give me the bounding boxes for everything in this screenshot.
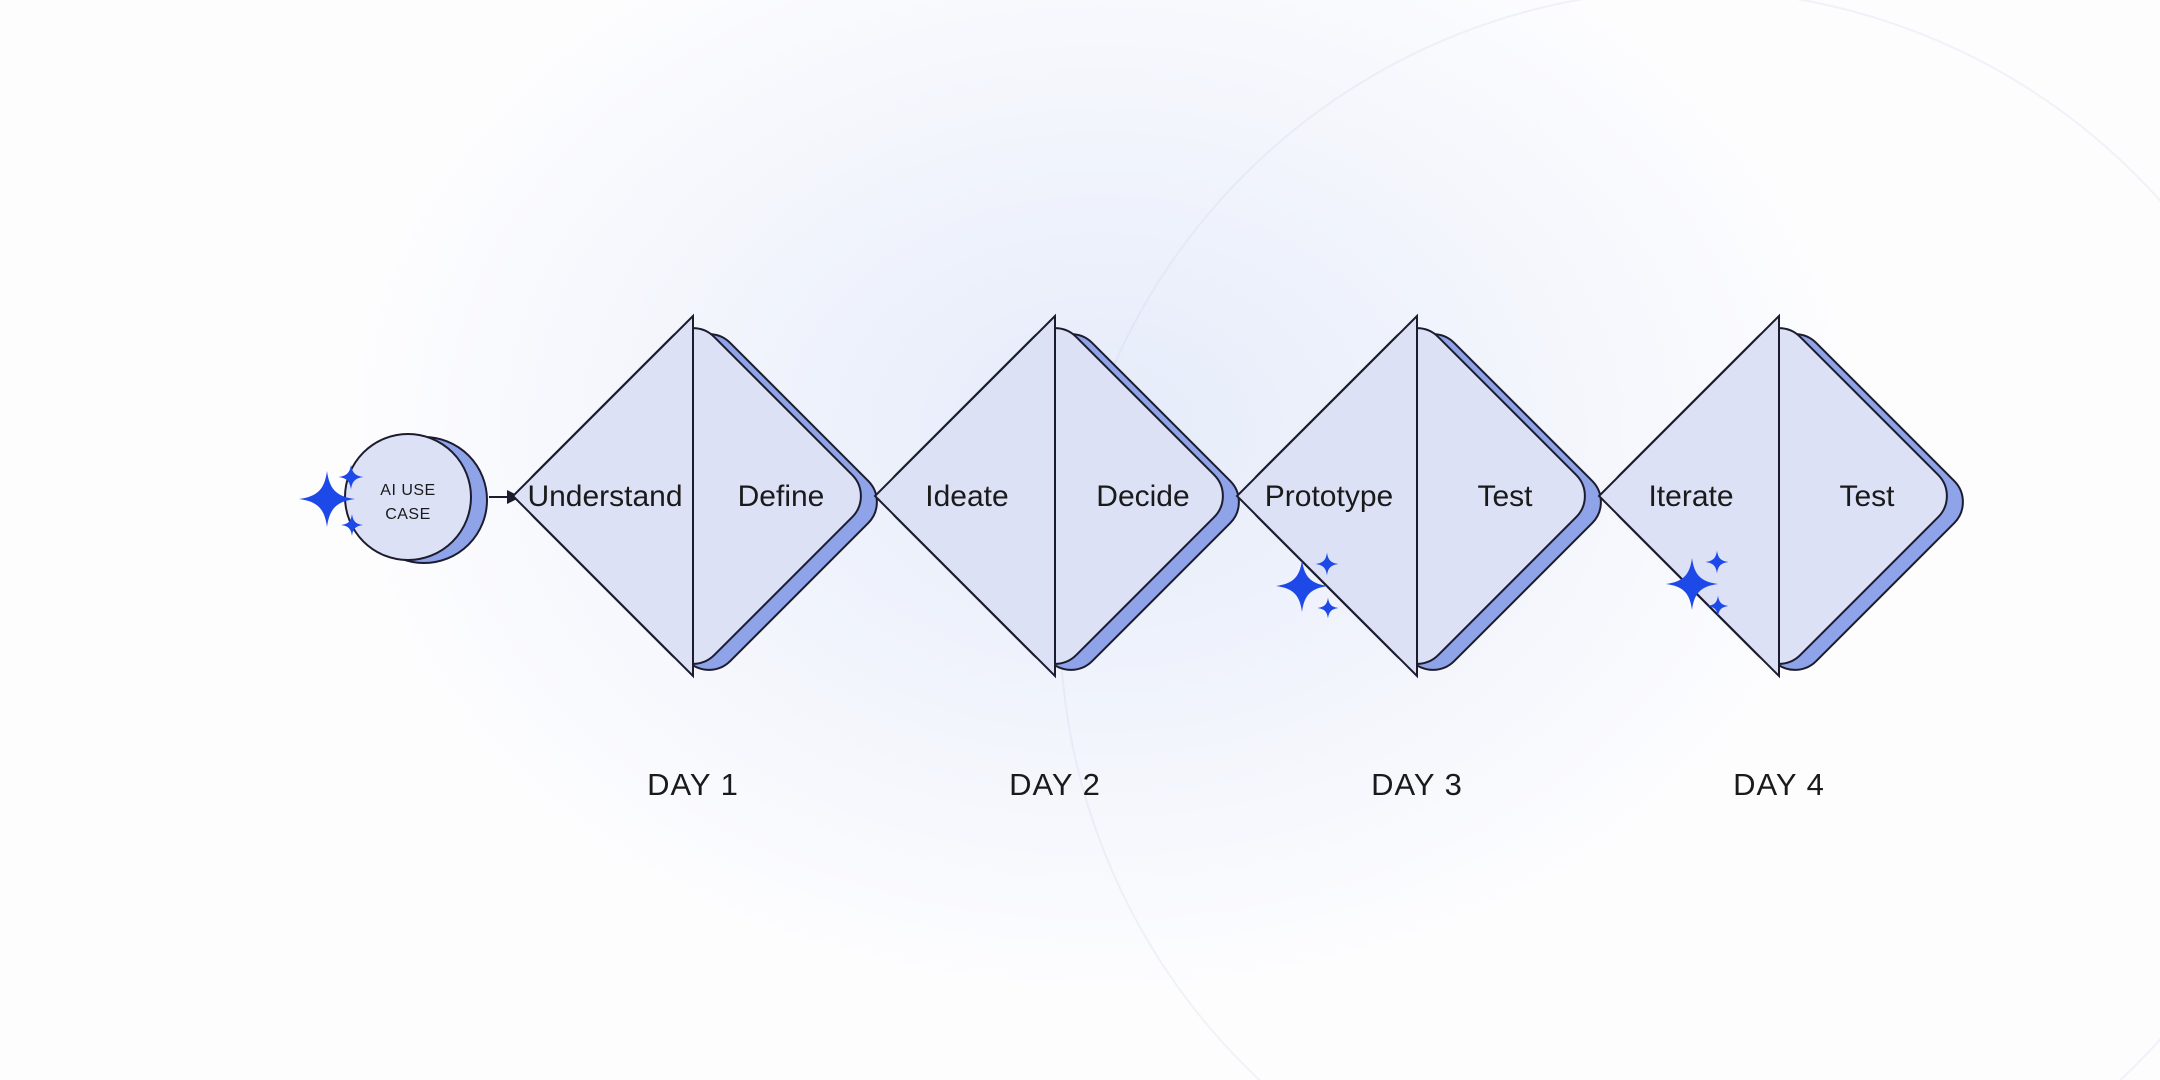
phase-left-label: Iterate [1648,480,1733,513]
phase-right-label: Test [1477,480,1533,513]
background-ring [1059,0,2160,1080]
phase-right-label: Test [1839,480,1895,513]
phase-day-1: Understand Define [511,313,878,679]
diamond-left-half [511,313,694,679]
phase-day-4: Iterate Test [1597,313,1964,679]
phase-left-label: Ideate [925,480,1008,513]
sparkle-icon [1317,597,1339,619]
day-label: DAY 2 [1009,767,1101,802]
phase-day-2: Ideate Decide [873,313,1240,679]
start-node: AI USE CASE [344,433,488,564]
phase-right-label: Define [738,480,825,513]
diamond-left-half [873,313,1056,679]
day-label: DAY 4 [1733,767,1825,802]
phase-right-label: Decide [1096,480,1189,513]
start-node-label-line2: CASE [385,506,431,523]
phase-day-3: Prototype Test [1235,313,1602,679]
phase-left-label: Prototype [1265,480,1393,513]
phase-left-label: Understand [527,480,682,513]
day-label: DAY 1 [647,767,739,802]
start-node-label-line1: AI USE [380,482,435,499]
day-label: DAY 3 [1371,767,1463,802]
